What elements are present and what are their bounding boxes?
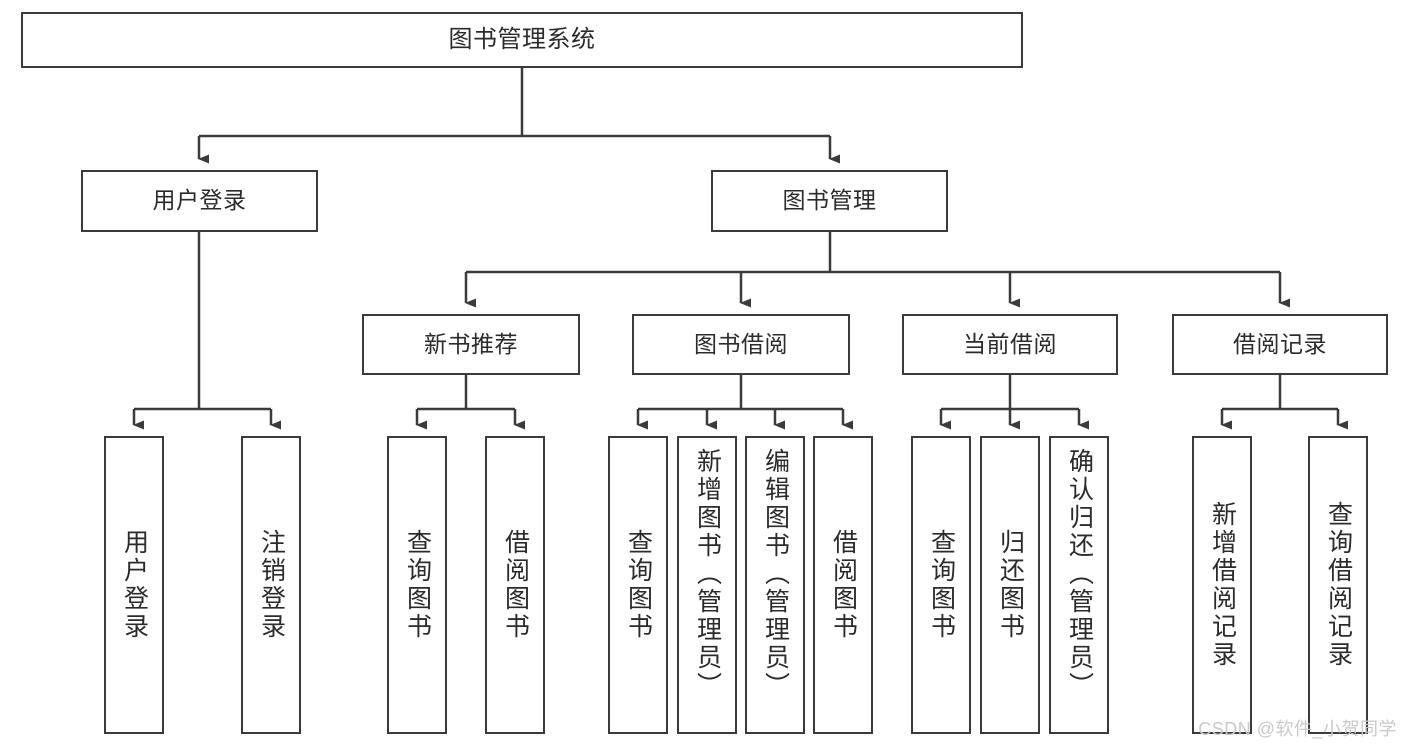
leaf-return-book[interactable]: 归还图书: [980, 436, 1040, 734]
node-label: 新增借阅记录: [1208, 501, 1237, 669]
node-label: 新书推荐: [424, 330, 518, 357]
node-root-book-management-system[interactable]: 图书管理系统: [21, 12, 1023, 68]
node-label: 查询图书: [927, 529, 956, 641]
csdn-watermark: CSDN @软件_小贺同学: [1198, 719, 1397, 739]
node-user-login[interactable]: 用户登录: [81, 170, 318, 232]
leaf-query-book-borrow[interactable]: 查询图书: [608, 436, 668, 734]
leaf-user-login[interactable]: 用户登录: [104, 436, 164, 734]
node-label: 注销登录: [257, 529, 286, 641]
node-borrow-record[interactable]: 借阅记录: [1172, 314, 1388, 375]
node-label: 查询借阅记录: [1324, 501, 1353, 669]
node-label: 图书管理: [782, 187, 877, 214]
leaf-query-borrow-record[interactable]: 查询借阅记录: [1308, 436, 1368, 734]
node-label: 图书借阅: [694, 330, 788, 357]
node-label: 查询图书: [403, 529, 432, 641]
node-label: 新增图书（管理员）: [693, 448, 722, 700]
node-new-book-recommendation[interactable]: 新书推荐: [362, 314, 580, 375]
node-label: 用户登录: [152, 187, 247, 214]
node-label: 借阅图书: [829, 529, 858, 641]
node-label: 图书管理系统: [448, 25, 596, 53]
node-label: 借阅记录: [1233, 330, 1327, 357]
leaf-confirm-return-admin[interactable]: 确认归还（管理员）: [1049, 436, 1109, 734]
node-label: 编辑图书（管理员）: [761, 448, 790, 700]
leaf-logout[interactable]: 注销登录: [241, 436, 301, 734]
leaf-add-borrow-record[interactable]: 新增借阅记录: [1192, 436, 1252, 734]
leaf-query-book-newbook[interactable]: 查询图书: [387, 436, 447, 734]
node-book-borrowing[interactable]: 图书借阅: [632, 314, 850, 375]
leaf-borrow-book[interactable]: 借阅图书: [813, 436, 873, 734]
node-label: 借阅图书: [501, 529, 530, 641]
leaf-add-book-admin[interactable]: 新增图书（管理员）: [677, 436, 737, 734]
node-label: 用户登录: [120, 529, 149, 641]
leaf-query-book-current[interactable]: 查询图书: [911, 436, 971, 734]
node-label: 归还图书: [996, 529, 1025, 641]
node-book-management[interactable]: 图书管理: [711, 170, 948, 232]
leaf-edit-book-admin[interactable]: 编辑图书（管理员）: [745, 436, 805, 734]
leaf-borrow-book-newbook[interactable]: 借阅图书: [485, 436, 545, 734]
node-label: 查询图书: [624, 529, 653, 641]
node-current-borrowing[interactable]: 当前借阅: [902, 314, 1118, 375]
node-label: 当前借阅: [963, 330, 1057, 357]
node-label: 确认归还（管理员）: [1065, 448, 1094, 700]
